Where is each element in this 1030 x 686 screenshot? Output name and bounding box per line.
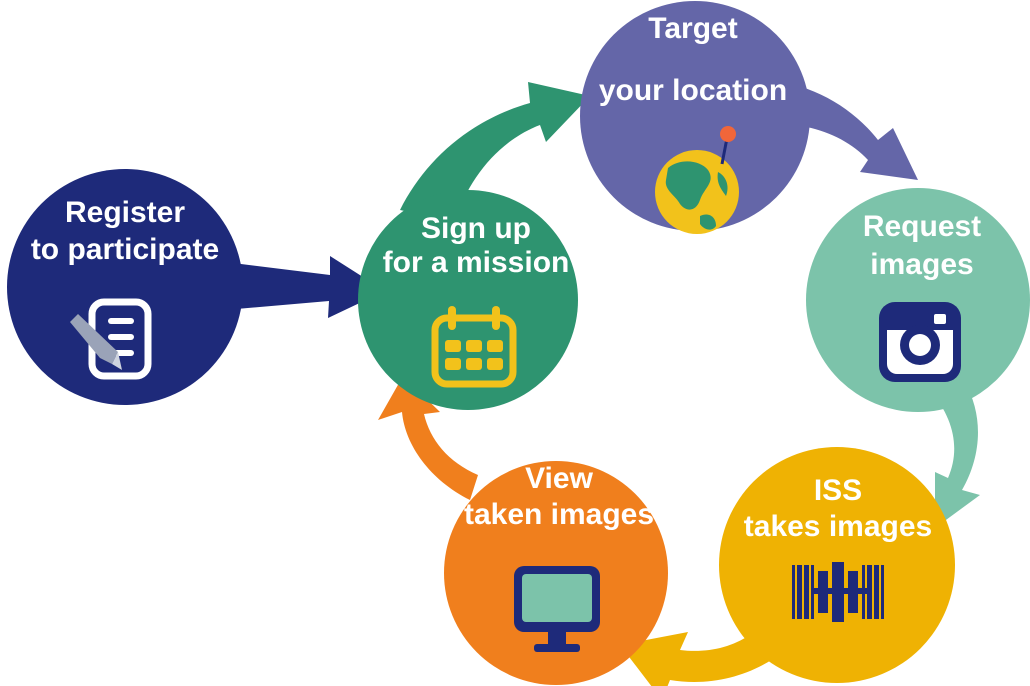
- step-signup: Sign up for a mission: [358, 190, 578, 410]
- view-line2: taken images: [464, 498, 654, 531]
- camera-icon: [879, 302, 961, 382]
- request-line1: Request: [863, 210, 981, 243]
- register-line1: Register: [65, 196, 185, 229]
- view-line1: View: [525, 462, 593, 495]
- register-line2: to participate: [31, 233, 219, 266]
- step-iss: ISS takes images: [719, 447, 955, 683]
- space-station-icon: [792, 562, 884, 622]
- step-register: Register to participate: [7, 169, 243, 405]
- arrow-signup-to-target: [400, 82, 590, 222]
- step-target: Target your location: [580, 1, 810, 234]
- step-view: View taken images: [444, 461, 668, 685]
- target-line2: your location: [599, 74, 787, 107]
- monitor-icon: [514, 566, 600, 652]
- target-circle: [580, 1, 810, 231]
- register-circle: [7, 169, 243, 405]
- iss-line1: ISS: [814, 474, 862, 507]
- document-pen-icon: [70, 298, 152, 380]
- request-circle: [806, 188, 1030, 412]
- step-request: Request images: [806, 188, 1030, 412]
- calendar-icon: [431, 306, 517, 388]
- target-line1: Target: [648, 12, 737, 45]
- iss-line2: takes images: [744, 510, 932, 543]
- globe-pin-icon: [655, 126, 739, 234]
- arrow-view-to-signup: [378, 376, 478, 500]
- signup-circle: [358, 190, 578, 410]
- signup-line1: Sign up: [421, 212, 531, 245]
- request-line2: images: [870, 248, 973, 281]
- arrow-register-to-signup: [225, 256, 385, 318]
- signup-line2: for a mission: [383, 246, 570, 279]
